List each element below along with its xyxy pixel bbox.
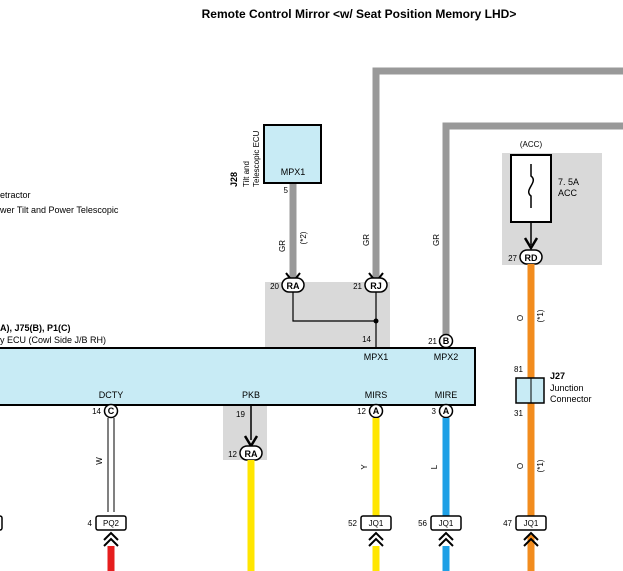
connector-rj-label: RJ (370, 281, 382, 291)
wire-label-note-1a: (*1) (536, 309, 545, 322)
j27-id: J27 (550, 371, 565, 381)
terminal-jq1-56-label: JQ1 (439, 519, 454, 528)
terminal-pq2 (95, 515, 127, 531)
connector-b-label: B (443, 336, 450, 346)
chevron-jq1-56 (438, 531, 454, 547)
wire-label-gr-1: GR (278, 240, 287, 252)
pkb-pin-19: 19 (236, 410, 245, 419)
wire-label-w: W (95, 457, 104, 465)
chevron-pq2 (103, 531, 119, 547)
connector-ra-bottom-label: RA (245, 449, 258, 459)
j28-name-line1: Tilt and (242, 161, 251, 187)
ecu-label-line1: A), J75(B), P1(C) (0, 323, 71, 333)
ecu-pin-pkb: PKB (242, 390, 260, 400)
j27-pin-bottom: 31 (514, 409, 523, 418)
gray-wire-outer (372, 67, 623, 282)
j28-pin-label: MPX1 (281, 167, 306, 177)
diagram-title: Remote Control Mirror <w/ Seat Position … (202, 7, 517, 21)
retractor-label: etractor (0, 190, 31, 200)
ecu-pin-mpx2: MPX2 (434, 352, 459, 362)
j27-line2: Connector (550, 394, 592, 404)
arrow-rd (523, 237, 539, 251)
connector-c-label: C (108, 406, 115, 416)
terminal-jq1-56-pin: 56 (418, 519, 427, 528)
junction-pin: 14 (362, 335, 371, 344)
connector-rd-pin: 27 (508, 254, 517, 263)
ecu-pin-mirs: MIRS (365, 390, 388, 400)
connector-c (103, 403, 119, 419)
fuse-rating: 7. 5A (558, 177, 579, 187)
junction-dot (373, 318, 379, 324)
j27-connector (515, 377, 545, 404)
connector-rd-label: RD (525, 253, 538, 263)
tilt-telescopic-label: wer Tilt and Power Telescopic (0, 205, 119, 215)
terminal-jq1-52-pin: 52 (348, 519, 357, 528)
fuse-name: ACC (558, 188, 578, 198)
ecu-pin-dcty: DCTY (99, 390, 124, 400)
fuse-symbol (528, 164, 534, 208)
wire-label-l: L (430, 464, 439, 469)
terminal-jq1-47 (515, 515, 547, 531)
junction-shading (265, 282, 390, 348)
wire-label-o-1: O (516, 315, 525, 321)
j28-id: J28 (229, 172, 239, 187)
wire-label-note-2: (*2) (299, 231, 308, 244)
wire-label-o-2: O (516, 463, 525, 469)
terminal-jq1-47-label: JQ1 (524, 519, 539, 528)
ecu-label-line2: y ECU (Cowl Side J/B RH) (0, 335, 106, 345)
chevron-jq1-47 (523, 531, 539, 547)
main-ecu-box (0, 347, 476, 406)
connector-ra-top-label: RA (287, 281, 300, 291)
terminal-jq1-47-pin: 47 (503, 519, 512, 528)
j28-ecu-box (263, 124, 322, 184)
j27-pin-top: 81 (514, 365, 523, 374)
chevron-jq1-52 (368, 531, 384, 547)
connector-a-mire (438, 403, 454, 419)
connector-a-mirs (368, 403, 384, 419)
wire-label-note-1b: (*1) (536, 459, 545, 472)
j27-line1: Junction (550, 383, 584, 393)
connector-b-pin: 21 (428, 337, 437, 346)
connector-a-mirs-label: A (373, 406, 380, 416)
j28-name-line2: Telescopic ECU (252, 130, 261, 187)
fuse-location: (ACC) (520, 140, 543, 149)
terminal-jq1-52 (360, 515, 392, 531)
terminal-pq2-pin: 4 (88, 519, 93, 528)
connector-a-mire-pin: 3 (432, 407, 437, 416)
connector-ra-bottom-pin: 12 (228, 450, 237, 459)
connector-c-pin: 14 (92, 407, 101, 416)
terminal-jq1-56 (430, 515, 462, 531)
ecu-pin-mpx1: MPX1 (364, 352, 389, 362)
terminal-left-partial (0, 515, 3, 531)
connector-a-mirs-pin: 12 (357, 407, 366, 416)
gray-wire-inner (442, 122, 623, 335)
connector-a-mire-label: A (443, 406, 450, 416)
wire-label-y: Y (360, 464, 369, 470)
ecu-pin-mire: MIRE (435, 390, 458, 400)
connector-rj-pin: 21 (353, 282, 362, 291)
wire-label-gr-3: GR (432, 234, 441, 246)
wire-label-gr-2: GR (362, 234, 371, 246)
connector-ra-top-pin: 20 (270, 282, 279, 291)
terminal-pq2-label: PQ2 (103, 519, 120, 528)
terminal-jq1-52-label: JQ1 (369, 519, 384, 528)
j28-pin-number: 5 (284, 186, 289, 195)
